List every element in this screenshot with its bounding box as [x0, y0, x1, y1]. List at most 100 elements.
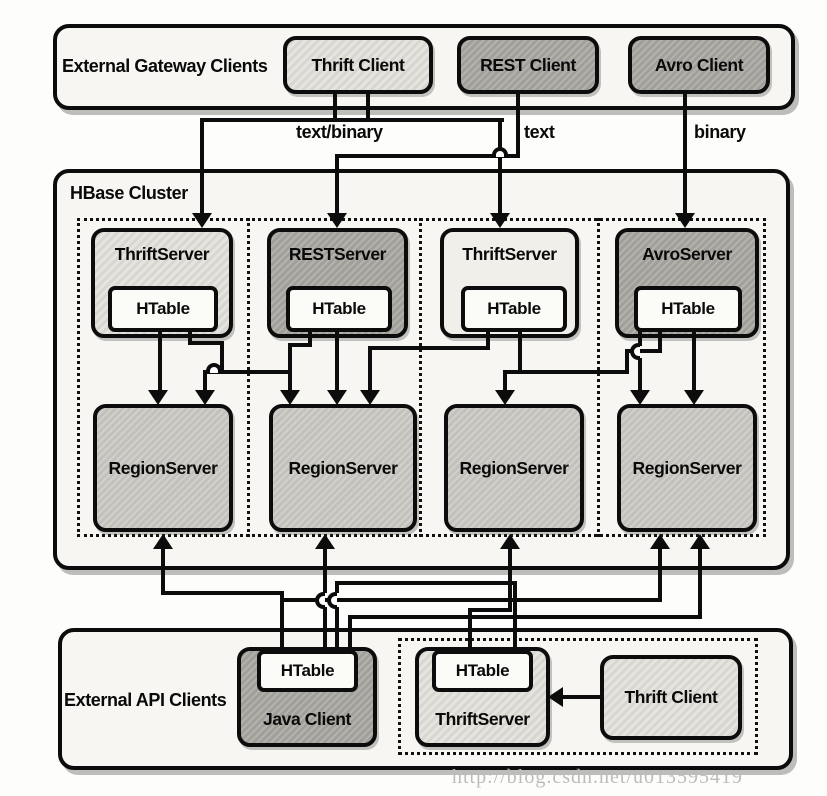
connector-line	[200, 118, 504, 122]
cluster-dashed-divider	[597, 218, 600, 537]
connector-line	[188, 341, 224, 345]
connector-line	[368, 346, 372, 392]
rest-client-box: REST Client	[457, 36, 599, 94]
line-hop	[206, 363, 222, 373]
regionserver1-box: RegionServer	[93, 404, 233, 532]
rest-client-label: REST Client	[480, 54, 576, 75]
arrowhead-into-thriftserver1	[192, 213, 212, 228]
regionserver3-box: RegionServer	[444, 404, 584, 532]
htable1-box: HTable	[108, 286, 218, 332]
connector-line	[335, 154, 520, 158]
arrowhead-into-regionserver3-bottom	[500, 534, 520, 549]
thrift-client-top-label: Thrift Client	[311, 54, 405, 75]
line-hop	[492, 147, 508, 157]
regionserver4-box: RegionServer	[617, 404, 757, 532]
connector-line	[625, 349, 662, 353]
connector-line	[683, 92, 687, 214]
regionserver2-label: RegionServer	[288, 457, 398, 478]
htable4-label: HTable	[661, 299, 715, 318]
regionserver4-label: RegionServer	[632, 457, 742, 478]
connector-line	[280, 591, 284, 652]
arrowhead-into-thriftserver2	[490, 213, 510, 228]
connector-line	[335, 581, 339, 593]
thrift-client-bottom-box: Thrift Client	[600, 655, 742, 740]
line-hop	[327, 592, 337, 609]
connector-line	[280, 598, 662, 602]
watermark-text: http://blog.csdn.net/u013595419	[452, 766, 743, 788]
connector-line	[366, 92, 370, 122]
connector-line	[200, 120, 204, 214]
arrowhead-into-regionserver2	[280, 390, 300, 405]
connector-line	[335, 581, 517, 585]
connector-line	[335, 156, 339, 214]
connector-line	[560, 695, 602, 699]
regionserver2-box: RegionServer	[269, 404, 417, 532]
connector-line	[335, 607, 339, 652]
connector-line	[503, 370, 507, 392]
thrift-gateway-dashed-group	[398, 638, 758, 755]
line-hop	[315, 592, 325, 609]
connector-line	[508, 547, 512, 612]
connector-line	[288, 343, 312, 347]
arrowhead-into-regionserver1-bottom	[153, 534, 173, 549]
connector-line	[638, 330, 642, 346]
connector-line	[516, 92, 520, 158]
java-client-label: Java Client	[262, 708, 351, 729]
regionserver1-label: RegionServer	[108, 457, 218, 478]
avro-client-label: Avro Client	[654, 54, 744, 75]
arrowhead-into-regionserver4-bottom	[690, 534, 710, 549]
connector-line	[323, 607, 327, 652]
connector-line	[638, 358, 642, 392]
connector-line	[348, 615, 352, 652]
avroserver-label: AvroServer	[642, 244, 732, 264]
external-api-clients-label: External API Clients	[64, 690, 227, 710]
connector-line	[161, 591, 284, 595]
connector-line	[323, 547, 327, 593]
htable2-box: HTable	[286, 286, 392, 332]
connector-line	[692, 330, 696, 392]
restserver-label: RESTServer	[288, 244, 387, 264]
connector-line	[335, 330, 339, 392]
thriftserver1-label: ThriftServer	[114, 244, 210, 264]
line-hop	[630, 343, 640, 360]
thriftserver-bottom-htable-label: HTable	[455, 661, 510, 680]
connector-line	[203, 370, 292, 374]
htable3-label: HTable	[487, 299, 541, 318]
external-gateway-clients-label: External Gateway Clients	[62, 56, 268, 76]
thriftserver2-label: ThriftServer	[462, 244, 557, 264]
arrowhead-into-regionserver4-bottom	[650, 534, 670, 549]
connector-line	[468, 608, 472, 652]
arrowhead-into-thriftserver-bottom	[548, 687, 563, 707]
connector-line	[698, 547, 702, 619]
arrowhead-into-restserver	[327, 213, 347, 228]
connector-line	[158, 330, 162, 392]
arrowhead-into-regionserver2-bottom	[315, 534, 335, 549]
connector-line	[348, 615, 702, 619]
connector-line	[288, 343, 292, 392]
arrowhead-into-regionserver2	[327, 390, 347, 405]
protocol-label-avro: binary	[694, 122, 746, 142]
htable1-label: HTable	[136, 299, 190, 318]
cluster-dashed-divider	[419, 218, 422, 537]
protocol-label-thrift: text/binary	[296, 122, 383, 142]
thriftserver-bottom-label: ThriftServer	[435, 708, 530, 729]
connector-line	[625, 349, 629, 374]
connector-line	[220, 341, 224, 374]
regionserver3-label: RegionServer	[459, 457, 569, 478]
cluster-dashed-divider	[247, 218, 250, 537]
htable3-box: HTable	[461, 286, 567, 332]
thrift-client-top-box: Thrift Client	[283, 36, 433, 94]
arrowhead-into-regionserver2	[360, 390, 380, 405]
connector-line	[658, 330, 662, 353]
connector-line	[486, 330, 490, 348]
arrowhead-into-regionserver1	[148, 390, 168, 405]
htable4-box: HTable	[634, 286, 742, 332]
protocol-label-rest: text	[524, 122, 555, 142]
connector-line	[333, 92, 337, 122]
arrowhead-into-regionserver3	[495, 390, 515, 405]
arrowhead-into-regionserver4	[684, 390, 704, 405]
connector-line	[368, 346, 490, 350]
connector-line	[503, 370, 629, 374]
connector-line	[658, 547, 662, 600]
